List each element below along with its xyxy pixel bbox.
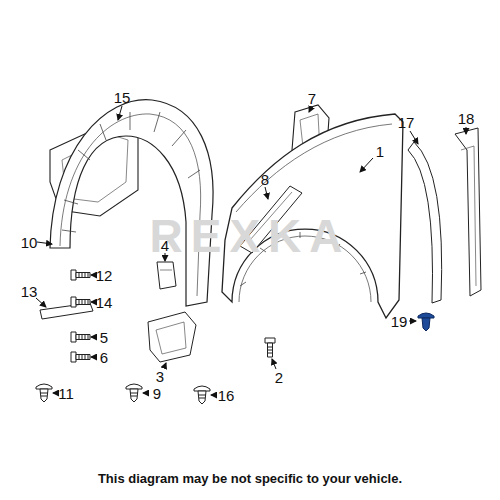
callout-number: 12 [96,268,113,283]
callout-number: 17 [398,115,415,130]
callout-number: 1 [376,144,384,159]
callout-number: 15 [114,90,131,105]
callout-number: 13 [21,284,38,299]
callout-number: 9 [153,386,161,401]
callout-number: 14 [96,295,113,310]
footer-note: This diagram may be not specific to your… [0,471,500,486]
callout-number: 18 [458,111,475,126]
watermark: REXKA [149,209,350,263]
callout-number: 3 [156,369,164,384]
callout-number: 10 [21,235,38,250]
callout-number: 6 [100,350,108,365]
callout-number: 8 [261,172,269,187]
callout-number: 16 [218,388,235,403]
callout-number: 5 [100,330,108,345]
callout-number: 2 [275,370,283,385]
callout-number: 7 [308,91,316,106]
callout-number: 11 [58,386,74,401]
callout-number: 19 [391,314,408,329]
